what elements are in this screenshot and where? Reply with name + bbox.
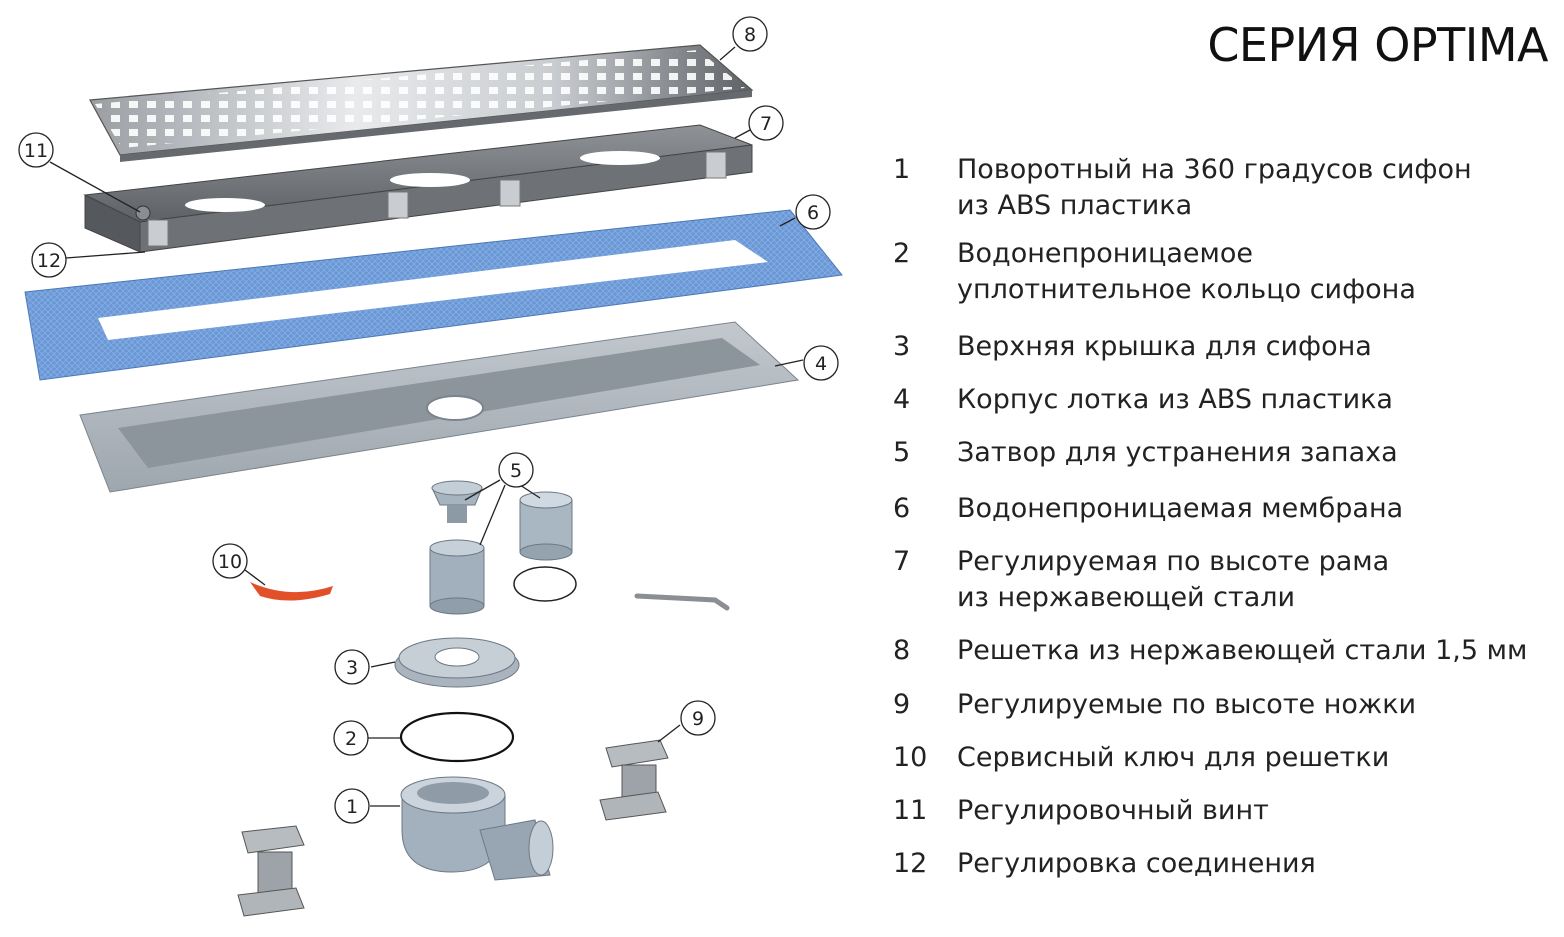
legend-item: 6 Водонепроницаемая мембрана [893,491,1403,527]
svg-text:11: 11 [24,140,48,162]
legend-label: Решетка из нержавеющей стали 1,5 мм [957,635,1528,666]
callout-12: 12 [31,242,67,278]
legend-number: 5 [893,437,911,468]
hex-wrench-part [634,593,730,611]
svg-text:1: 1 [346,796,358,818]
legend-item: 3 Верхняя крышка для сифона [893,329,1372,365]
legend-number: 8 [893,635,911,666]
grate-part [89,44,754,162]
service-key-part [250,582,333,601]
legend-item: 9 Регулируемые по высоте ножки [893,687,1416,723]
callout-10: 10 [212,543,248,579]
adjustable-leg-part [599,739,669,821]
svg-text:6: 6 [807,202,819,224]
svg-text:9: 9 [692,708,704,730]
legend-item: 4 Корпус лотка из ABS пластика [893,382,1393,418]
legend-number: 4 [893,384,911,415]
legend-label: Верхняя крышка для сифона [957,331,1372,362]
membrane-part [24,209,843,381]
legend-number: 6 [893,493,911,524]
siphon-cover-part [394,637,520,688]
svg-text:4: 4 [815,353,827,375]
legend-number: 3 [893,331,911,362]
svg-text:7: 7 [760,113,772,135]
legend-label: Корпус лотка из ABS пластика [957,384,1393,415]
callout-1: 1 [334,788,370,824]
svg-text:5: 5 [510,460,522,482]
legend-item: 5 Затвор для устранения запаха [893,435,1398,471]
callout-2: 2 [333,720,369,756]
legend-number: 11 [893,795,928,826]
legend-item: 10 Сервисный ключ для решетки [893,740,1389,776]
svg-text:8: 8 [744,24,756,46]
legend-item: 11 Регулировочный винт [893,793,1269,829]
siphon-part [400,776,554,881]
callout-9: 9 [680,700,716,736]
exploded-assembly-diagram: 8 7 11 6 12 4 5 10 3 2 9 1 [18,16,843,917]
callout-8: 8 [732,16,768,52]
svg-text:2: 2 [345,728,357,750]
legend-number: 10 [893,742,928,773]
legend-number: 7 [893,546,911,577]
callout-7: 7 [748,105,784,141]
frame-part [83,124,753,253]
seal-ring-part [399,711,515,763]
tray-part [79,321,800,493]
legend-number: 1 [893,154,911,185]
leader-lines [49,46,804,807]
callout-3: 3 [334,649,370,685]
legend-label: Водонепроницаемая мембрана [957,493,1404,524]
legend-item: 12 Регулировка соединения [893,846,1316,882]
callout-4: 4 [803,345,839,381]
callout-11: 11 [18,132,54,168]
legend-label: Затвор для устранения запаха [957,437,1398,468]
callout-5: 5 [498,452,534,488]
odor-trap-part [429,480,577,615]
legend-label: Регулировка соединения [957,848,1316,879]
legend-number: 9 [893,689,911,720]
svg-text:3: 3 [346,657,358,679]
legend-label: Регулировочный винт [957,795,1269,826]
legend-label: Регулируемые по высоте ножки [957,689,1417,720]
legend-label: Сервисный ключ для решетки [957,742,1390,773]
adjustable-leg-part-2 [237,825,305,917]
legend-number: 12 [893,848,928,879]
legend-item: 8 Решетка из нержавеющей стали 1,5 мм [893,633,1527,669]
svg-text:10: 10 [218,551,242,573]
callout-6: 6 [795,194,831,230]
legend-number: 2 [893,238,911,269]
svg-text:12: 12 [37,250,61,272]
series-title: СЕРИЯ OPTIMA [1207,18,1548,72]
